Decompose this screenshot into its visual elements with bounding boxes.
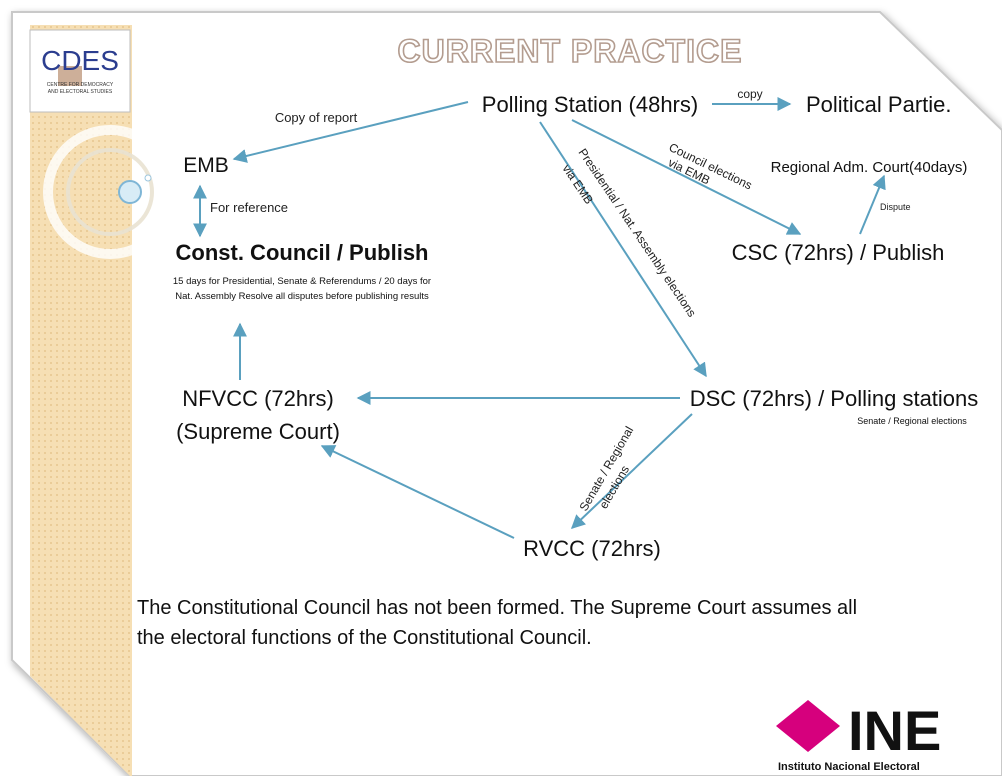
decor-ring-inner: [66, 148, 154, 236]
decor-bubble: [118, 180, 142, 204]
arrow-rvcc-to-nfvcc: [320, 445, 515, 539]
ine-logo-subtitle: Instituto Nacional Electoral: [778, 761, 920, 773]
label-dispute: Dispute: [880, 202, 911, 212]
decor-bubble-small: [144, 174, 152, 182]
ine-diamond-icon: [776, 700, 840, 752]
arrow-polling-to-emb: [232, 101, 469, 163]
label-copy-of-report: Copy of report: [275, 110, 358, 125]
node-csc: CSC (72hrs) / Publish: [732, 240, 945, 265]
node-const-council: Const. Council / Publish: [176, 240, 429, 265]
node-regional-court: Regional Adm. Court(40days): [771, 159, 968, 176]
node-polling-station: Polling Station (48hrs): [482, 92, 698, 117]
node-dsc: DSC (72hrs) / Polling stations: [690, 386, 979, 411]
ine-logo: INE Instituto Nacional Electoral: [776, 699, 941, 773]
cdes-logo-caption-1: CENTRE FOR DEMOCRACY: [47, 82, 114, 88]
arrow-dsc-to-rvcc: [570, 413, 693, 529]
ine-logo-text: INE: [848, 699, 941, 762]
cdes-logo: CDES CENTRE FOR DEMOCRACY AND ELECTORAL …: [29, 29, 131, 113]
node-nfvcc-line-1: NFVCC (72hrs): [182, 386, 334, 411]
node-dsc-note: Senate / Regional elections: [857, 416, 967, 426]
footer-line-2: the electoral functions of the Constitut…: [137, 627, 592, 649]
arrows: [193, 97, 886, 539]
node-nfvcc-line-2: (Supreme Court): [176, 419, 340, 444]
decor-ring-outer: [43, 125, 177, 259]
arrow-polling-to-dsc: [539, 121, 707, 378]
node-rvcc: RVCC (72hrs): [523, 536, 661, 561]
node-political-parties: Political Partie.: [806, 92, 952, 117]
slide-frame: [11, 11, 1002, 776]
label-copy: copy: [737, 87, 762, 101]
arrow-csc-to-regional: [859, 174, 886, 235]
node-const-council-note-1: 15 days for Presidential, Senate & Refer…: [173, 276, 431, 287]
cdes-logo-text: CDES: [41, 45, 119, 76]
arrow-polling-to-csc: [571, 119, 802, 235]
node-const-council-note-2: Nat. Assembly Resolve all disputes befor…: [175, 291, 429, 302]
label-for-reference: For reference: [210, 200, 288, 215]
footer-line-1: The Constitutional Council has not been …: [137, 597, 857, 619]
cdes-logo-caption-2: AND ELECTORAL STUDIES: [48, 89, 113, 95]
node-emb: EMB: [183, 154, 229, 177]
page-title: CURRENT PRACTICE: [398, 33, 743, 69]
